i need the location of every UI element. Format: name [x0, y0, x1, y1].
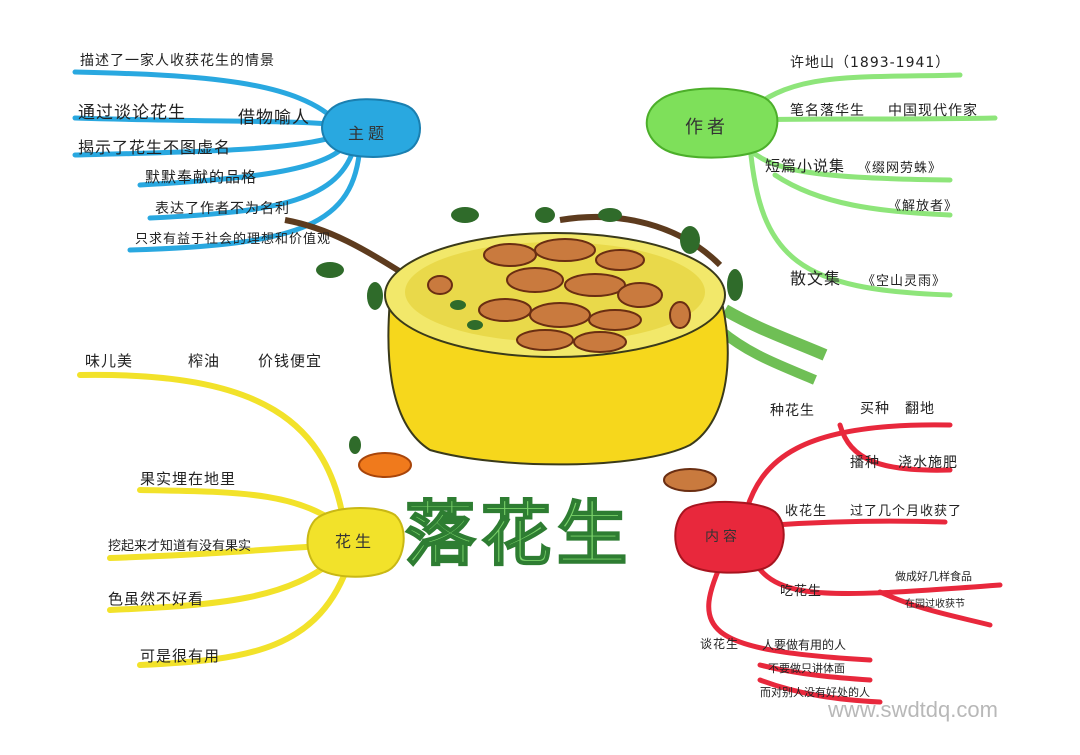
author-node-label: 作者 — [685, 117, 729, 138]
content-item: 种花生 — [770, 403, 815, 419]
theme-item: 描述了一家人收获花生的情景 — [80, 53, 275, 69]
theme-item: 通过谈论花生 — [78, 103, 186, 123]
content-item: 在园过收获节 — [905, 599, 965, 610]
author-item: 许地山（1893-1941） — [790, 55, 951, 71]
content-node — [674, 501, 785, 574]
theme-item: 借物喻人 — [238, 108, 310, 128]
author-item: 散文集 — [790, 269, 842, 288]
author-item: 中国现代作家 — [888, 103, 978, 119]
author-item: 短篇小说集 — [765, 157, 846, 175]
author-item: 《空山灵雨》 — [862, 274, 947, 289]
content-item: 翻地 — [905, 401, 935, 417]
author-item: 《缀网劳蛛》 — [858, 161, 943, 176]
peanut-item: 果实埋在地里 — [140, 470, 237, 488]
content-node-label: 内容 — [705, 529, 741, 545]
content-item: 人要做有用的人 — [762, 638, 847, 652]
page-title: 落花生 — [404, 492, 633, 576]
watermark: www.swdtdq.com — [828, 697, 998, 722]
peanut-item: 味儿美 — [85, 352, 134, 370]
peanut-item: 挖起来才知道有没有果实 — [108, 539, 252, 554]
theme-node — [321, 98, 421, 158]
content-item: 过了几个月收获了 — [850, 504, 963, 519]
content-item: 而对别人没有好处的人 — [760, 686, 870, 699]
content-item: 做成好几样食品 — [895, 570, 972, 583]
theme-item: 默默奉献的品格 — [145, 168, 258, 186]
peanut-bowl-illustration — [284, 207, 828, 492]
peanut-item: 价钱便宜 — [258, 352, 323, 370]
author-item: 《解放者》 — [888, 199, 959, 214]
content-branches — [706, 422, 1003, 705]
content-item: 收花生 — [785, 504, 828, 519]
peanut-item: 可是很有用 — [140, 647, 221, 665]
peanut-item: 榨油 — [188, 352, 221, 370]
author-node — [645, 87, 779, 159]
peanut-branches — [77, 371, 353, 668]
theme-node-label: 主题 — [348, 124, 389, 143]
content-item: 买种 — [860, 401, 890, 417]
peanut-node — [306, 507, 405, 578]
peanut-item: 色虽然不好看 — [108, 590, 205, 608]
content-item: 浇水施肥 — [898, 455, 958, 471]
content-item: 吃花生 — [780, 584, 823, 599]
peanut-node-label: 花生 — [335, 532, 376, 551]
content-item: 播种 — [850, 455, 880, 471]
content-item: 不要做只讲体面 — [768, 662, 845, 675]
theme-item: 表达了作者不为名利 — [155, 201, 290, 217]
content-item: 谈花生 — [700, 637, 740, 651]
author-item: 笔名落华生 — [790, 103, 865, 119]
theme-item: 只求有益于社会的理想和价值观 — [135, 232, 332, 247]
theme-item: 揭示了花生不图虚名 — [78, 138, 232, 157]
